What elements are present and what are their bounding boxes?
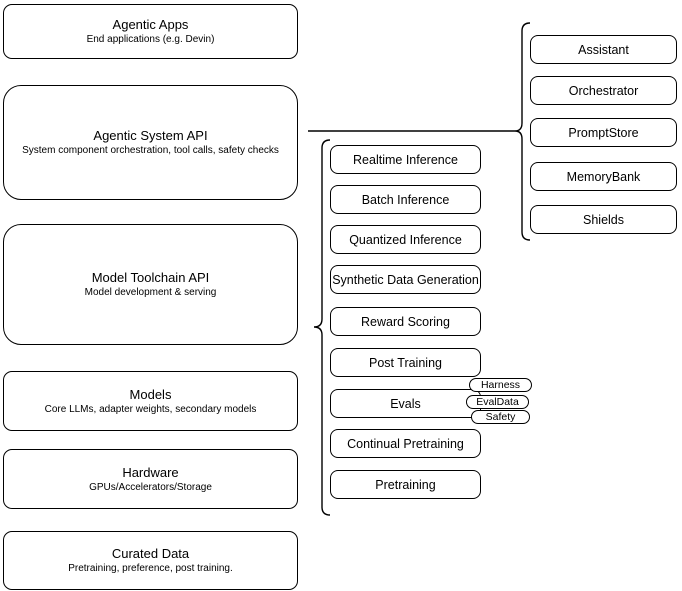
box-subtitle: Model development & serving xyxy=(84,287,217,298)
box-title: Agentic Apps xyxy=(112,17,189,32)
box-title: Model Toolchain API xyxy=(91,270,210,285)
box-evals: Evals xyxy=(330,389,481,418)
box-pretraining: Pretraining xyxy=(330,470,481,499)
box-subtitle: Pretraining, preference, post training. xyxy=(68,563,233,574)
box-model-toolchain-api: Model Toolchain API Model development & … xyxy=(3,224,298,345)
box-batch-inference: Batch Inference xyxy=(330,185,481,214)
box-subtitle: End applications (e.g. Devin) xyxy=(86,34,215,45)
box-shields: Shields xyxy=(530,205,677,234)
box-models: Models Core LLMs, adapter weights, secon… xyxy=(3,371,298,431)
box-title: Curated Data xyxy=(111,546,190,561)
box-assistant: Assistant xyxy=(530,35,677,64)
box-agentic-apps: Agentic Apps End applications (e.g. Devi… xyxy=(3,4,298,59)
box-synthetic-data-generation: Synthetic Data Generation xyxy=(330,265,481,294)
box-continual-pretraining: Continual Pretraining xyxy=(330,429,481,458)
box-title: Models xyxy=(129,386,172,402)
box-agentic-system-api: Agentic System API System component orch… xyxy=(3,85,298,200)
box-subtitle: GPUs/Accelerators/Storage xyxy=(89,481,212,493)
box-promptstore: PromptStore xyxy=(530,118,677,147)
box-post-training: Post Training xyxy=(330,348,481,377)
box-subtitle: System component orchestration, tool cal… xyxy=(22,145,279,156)
box-reward-scoring: Reward Scoring xyxy=(330,307,481,336)
box-title: Hardware xyxy=(122,464,179,480)
tag-harness: Harness xyxy=(469,378,532,392)
box-orchestrator: Orchestrator xyxy=(530,76,677,105)
box-hardware: Hardware GPUs/Accelerators/Storage xyxy=(3,449,298,509)
tag-safety: Safety xyxy=(471,410,530,424)
box-curated-data: Curated Data Pretraining, preference, po… xyxy=(3,531,298,590)
box-title: Agentic System API xyxy=(93,128,208,143)
box-subtitle: Core LLMs, adapter weights, secondary mo… xyxy=(44,403,257,415)
brace-toolchain-items xyxy=(313,139,331,516)
box-memorybank: MemoryBank xyxy=(530,162,677,191)
tag-evaldata: EvalData xyxy=(466,395,529,409)
box-quantized-inference: Quantized Inference xyxy=(330,225,481,254)
brace-system-components xyxy=(514,22,531,241)
box-realtime-inference: Realtime Inference xyxy=(330,145,481,174)
